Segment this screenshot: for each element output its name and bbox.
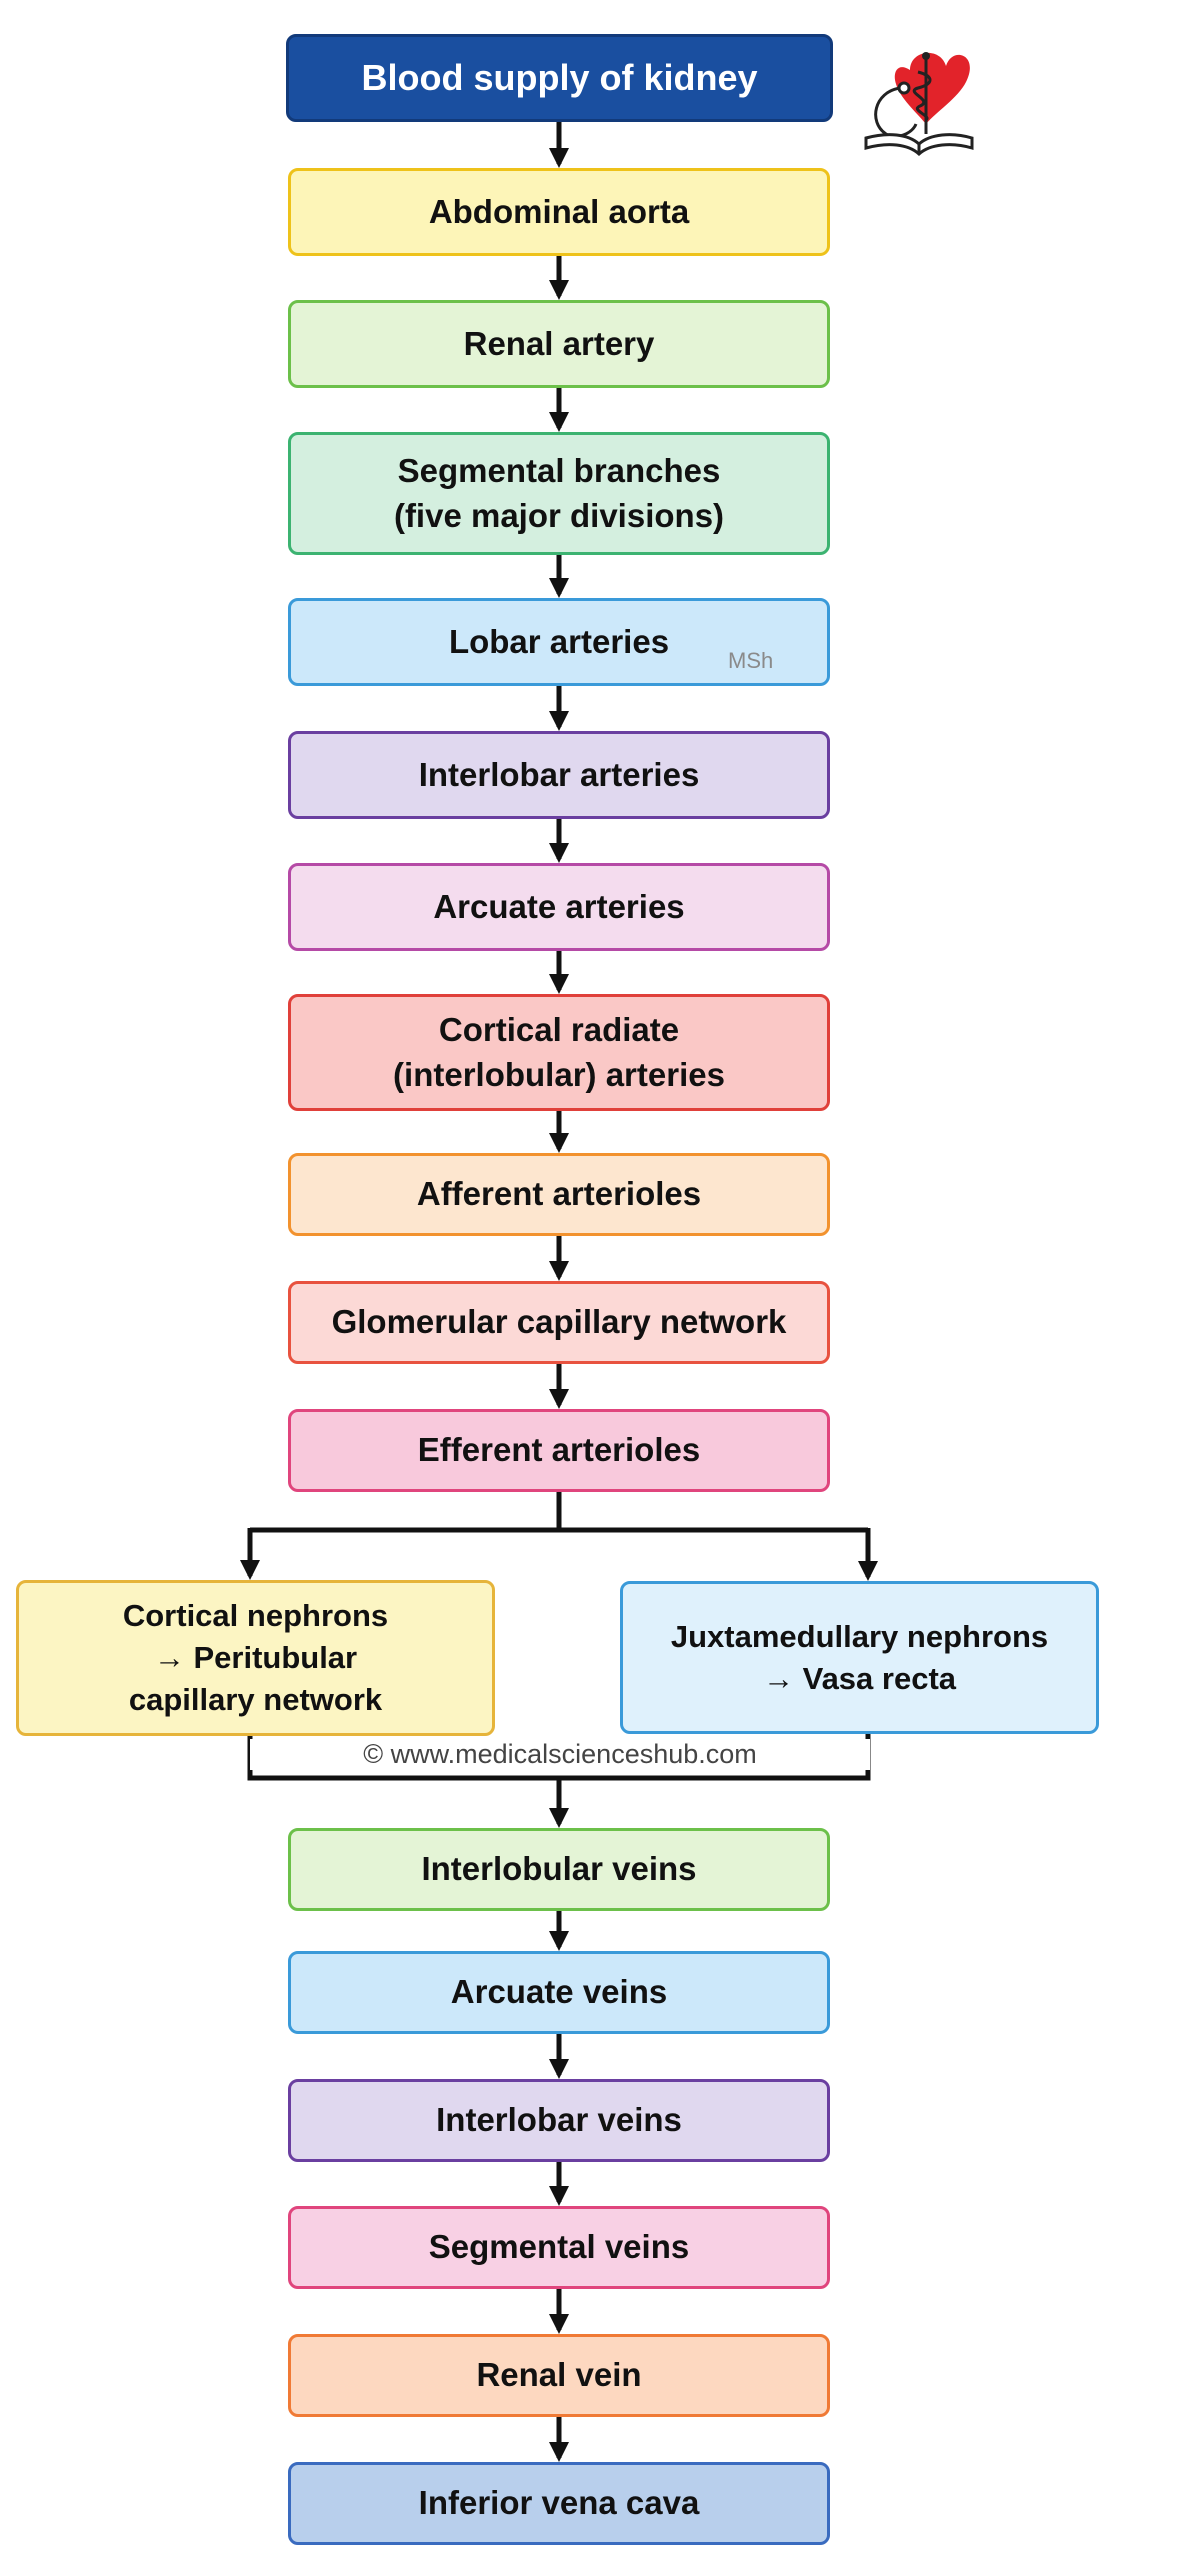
node-label-line: Efferent arterioles (417, 1431, 701, 1469)
node-label-line: Afferent arterioles (416, 1175, 702, 1213)
node-renal-vein: Renal vein (288, 2334, 830, 2417)
node-inferior-vena-cava: Inferior vena cava (288, 2462, 830, 2545)
node-label-line: Cortical radiate (438, 1010, 680, 1048)
node-label-line: Arcuate arteries (433, 887, 685, 925)
node-label-line: capillary network (128, 1681, 383, 1717)
title-text: Blood supply of kidney (361, 56, 758, 98)
node-interlobular-veins: Interlobular veins (288, 1828, 830, 1911)
node-segmental-branches: Segmental branches (five major divisions) (288, 432, 830, 555)
node-label-line: (interlobular) arteries (393, 1055, 725, 1093)
node-glomerular-capillary-network: Glomerular capillary network (288, 1281, 830, 1364)
node-arcuate-arteries: Arcuate arteries (288, 863, 830, 951)
node-cortical-radiate: Cortical radiate (interlobular) arteries (288, 994, 830, 1111)
node-abdominal-aorta: Abdominal aorta (288, 168, 830, 256)
node-label-line: Juxtamedullary nephrons (670, 1618, 1049, 1654)
copyright-text: © www.medicalscienceshub.com (250, 1739, 870, 1770)
node-interlobar-veins: Interlobar veins (288, 2079, 830, 2162)
node-segmental-veins: Segmental veins (288, 2206, 830, 2289)
node-label-line: Renal vein (476, 2356, 642, 2394)
node-label-line: Cortical nephrons (122, 1598, 389, 1634)
node-label-line: Glomerular capillary network (331, 1303, 787, 1341)
node-label-line: Segmental veins (428, 2228, 690, 2266)
node-juxtamedullary-nephrons: Juxtamedullary nephrons → Vasa recta (620, 1581, 1099, 1734)
node-label-line: Interlobular veins (421, 1850, 697, 1888)
watermark-text: MSh (728, 648, 774, 673)
node-label-line: Interlobar veins (436, 2101, 682, 2139)
node-efferent-arterioles: Efferent arterioles (288, 1409, 830, 1492)
node-cortical-nephrons: Cortical nephrons → Peritubular capillary … (16, 1580, 495, 1736)
node-interlobar-arteries: Interlobar arteries (288, 731, 830, 819)
node-label-line: (five major divisions) (393, 496, 725, 534)
node-lobar-arteries: Lobar arteries (288, 598, 830, 686)
node-label-line: Renal artery (463, 324, 655, 362)
node-label-line: Inferior vena cava (418, 2484, 700, 2522)
logo-icon (864, 52, 974, 157)
node-afferent-arterioles: Afferent arterioles (288, 1153, 830, 1236)
node-label-line: → Peritubular (153, 1640, 358, 1676)
node-arcuate-veins: Arcuate veins (288, 1951, 830, 2034)
node-label-line: Lobar arteries (448, 622, 670, 660)
node-label-line: Arcuate veins (450, 1973, 668, 2011)
node-renal-artery: Renal artery (288, 300, 830, 388)
node-label-line: Segmental branches (397, 451, 721, 489)
node-label-line: Abdominal aorta (428, 192, 690, 230)
node-label-line: Interlobar arteries (418, 755, 700, 793)
title-box: Blood supply of kidney (286, 34, 833, 122)
node-label-line: → Vasa recta (762, 1660, 957, 1696)
